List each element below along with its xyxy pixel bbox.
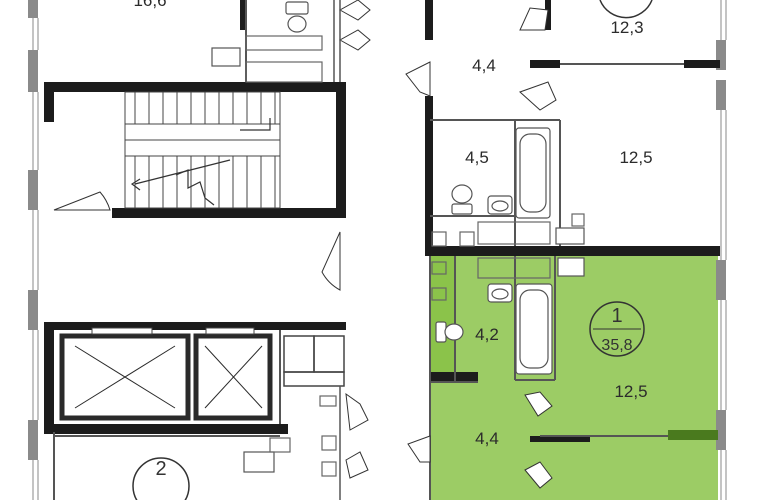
stair-direction-arrow <box>130 118 271 206</box>
toilet-icon <box>435 321 464 343</box>
room-area-room-mid: 12,5 <box>619 148 652 167</box>
bathtub-icon <box>515 127 551 219</box>
apartment-2-badge[interactable]: 2 <box>132 457 190 500</box>
elevator-icon <box>59 327 191 421</box>
room-area-room-apt1: 12,5 <box>614 382 647 401</box>
room-area-top-right: 12,3 <box>610 18 643 37</box>
sink-icon <box>211 47 585 473</box>
apartment-badge-top-right <box>599 0 653 19</box>
window-icon <box>720 0 727 500</box>
apartment-1-wall-accent <box>668 430 718 440</box>
room-area-hall-top: 4,4 <box>472 56 496 75</box>
apartment-2-number: 2 <box>155 458 166 480</box>
facade-right <box>716 40 726 450</box>
stairs-icon <box>124 91 281 209</box>
bathtub-icon <box>515 283 553 375</box>
elevator-icon <box>193 327 273 421</box>
room-area-top-left: 16,6 <box>133 0 166 10</box>
walls <box>44 0 720 442</box>
kitchen-counters <box>245 35 585 477</box>
facade-left <box>28 0 38 460</box>
room-area-hall-apt1: 4,4 <box>475 429 499 448</box>
apartment-1-number: 1 <box>611 305 622 327</box>
utility-shafts <box>283 335 345 387</box>
toilet-icon <box>285 1 309 33</box>
door-swing-icon <box>53 0 557 489</box>
window-icon <box>32 18 39 500</box>
door-frames <box>333 0 341 500</box>
stair-treads <box>134 92 276 208</box>
toilet-icon <box>451 184 473 215</box>
room-area-bath-apt1: 4,2 <box>475 325 499 344</box>
apartment-1-badge[interactable]: 1 35,8 <box>589 301 645 357</box>
room-area-bath-top: 4,5 <box>465 148 489 167</box>
apartment-1-area: 35,8 <box>601 337 632 354</box>
